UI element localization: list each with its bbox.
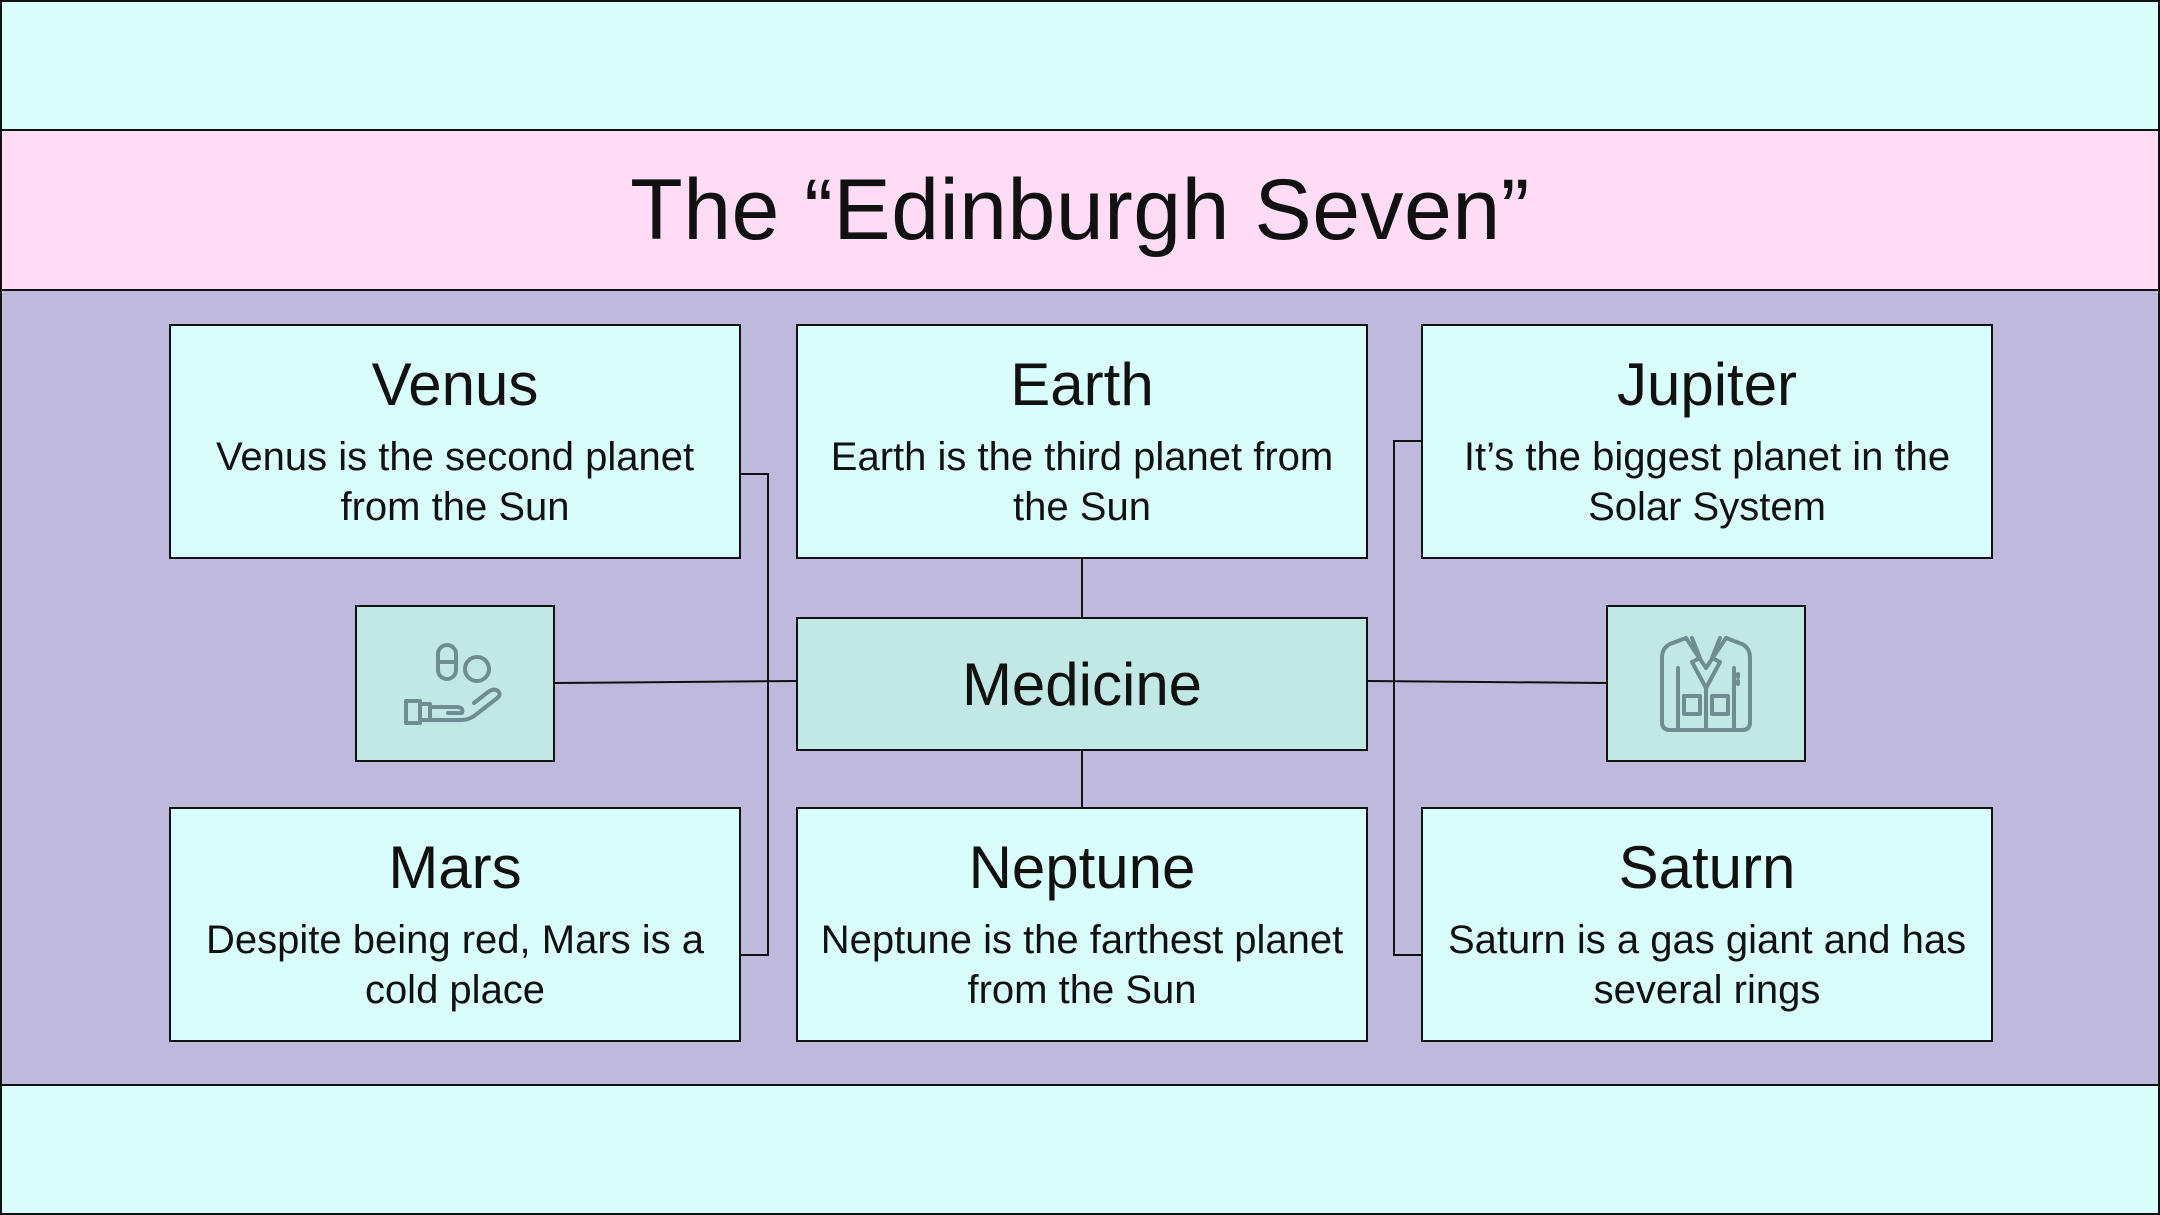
card-title: Saturn [1618,834,1796,901]
card-description: Neptune is the farthest planet from the … [820,918,1344,1012]
medicine-hand-icon [404,642,502,725]
card-venus: Venus Venus is the second planet from th… [169,324,741,559]
card-title: Neptune [968,834,1196,901]
connector-left-icon-center [554,680,797,684]
card-description: Saturn is a gas giant and has several ri… [1447,918,1967,1012]
top-band [0,0,2160,131]
card-title: Earth [1010,351,1154,418]
card-earth: Earth Earth is the third planet from the… [796,324,1368,559]
center-node: Medicine [796,617,1368,751]
card-neptune: Neptune Neptune is the farthest planet f… [796,807,1368,1042]
connector-center-right-icon [1367,680,1607,684]
slide-title: The “Edinburgh Seven” [630,161,1530,258]
doctor-coat-icon [1660,635,1752,732]
card-mars: Mars Despite being red, Mars is a cold p… [169,807,741,1042]
card-title: Mars [388,834,522,901]
card-title: Venus [371,351,539,418]
bottom-band [0,1084,2160,1215]
connector-jupiter-saturn [1393,440,1421,956]
connector-venus-mars [740,473,769,956]
card-description: Venus is the second planet from the Sun [215,435,695,529]
card-title: Jupiter [1616,351,1798,418]
card-jupiter: Jupiter It’s the biggest planet in the S… [1421,324,1993,559]
card-saturn: Saturn Saturn is a gas giant and has sev… [1421,807,1993,1042]
card-description: Despite being red, Mars is a cold place [205,918,704,1012]
card-description: Earth is the third planet from the Sun [830,435,1334,529]
card-description: It’s the biggest planet in the Solar Sys… [1463,435,1951,529]
title-band [0,129,2160,291]
icon-box-right [1606,605,1806,762]
icon-box-left [355,605,555,762]
